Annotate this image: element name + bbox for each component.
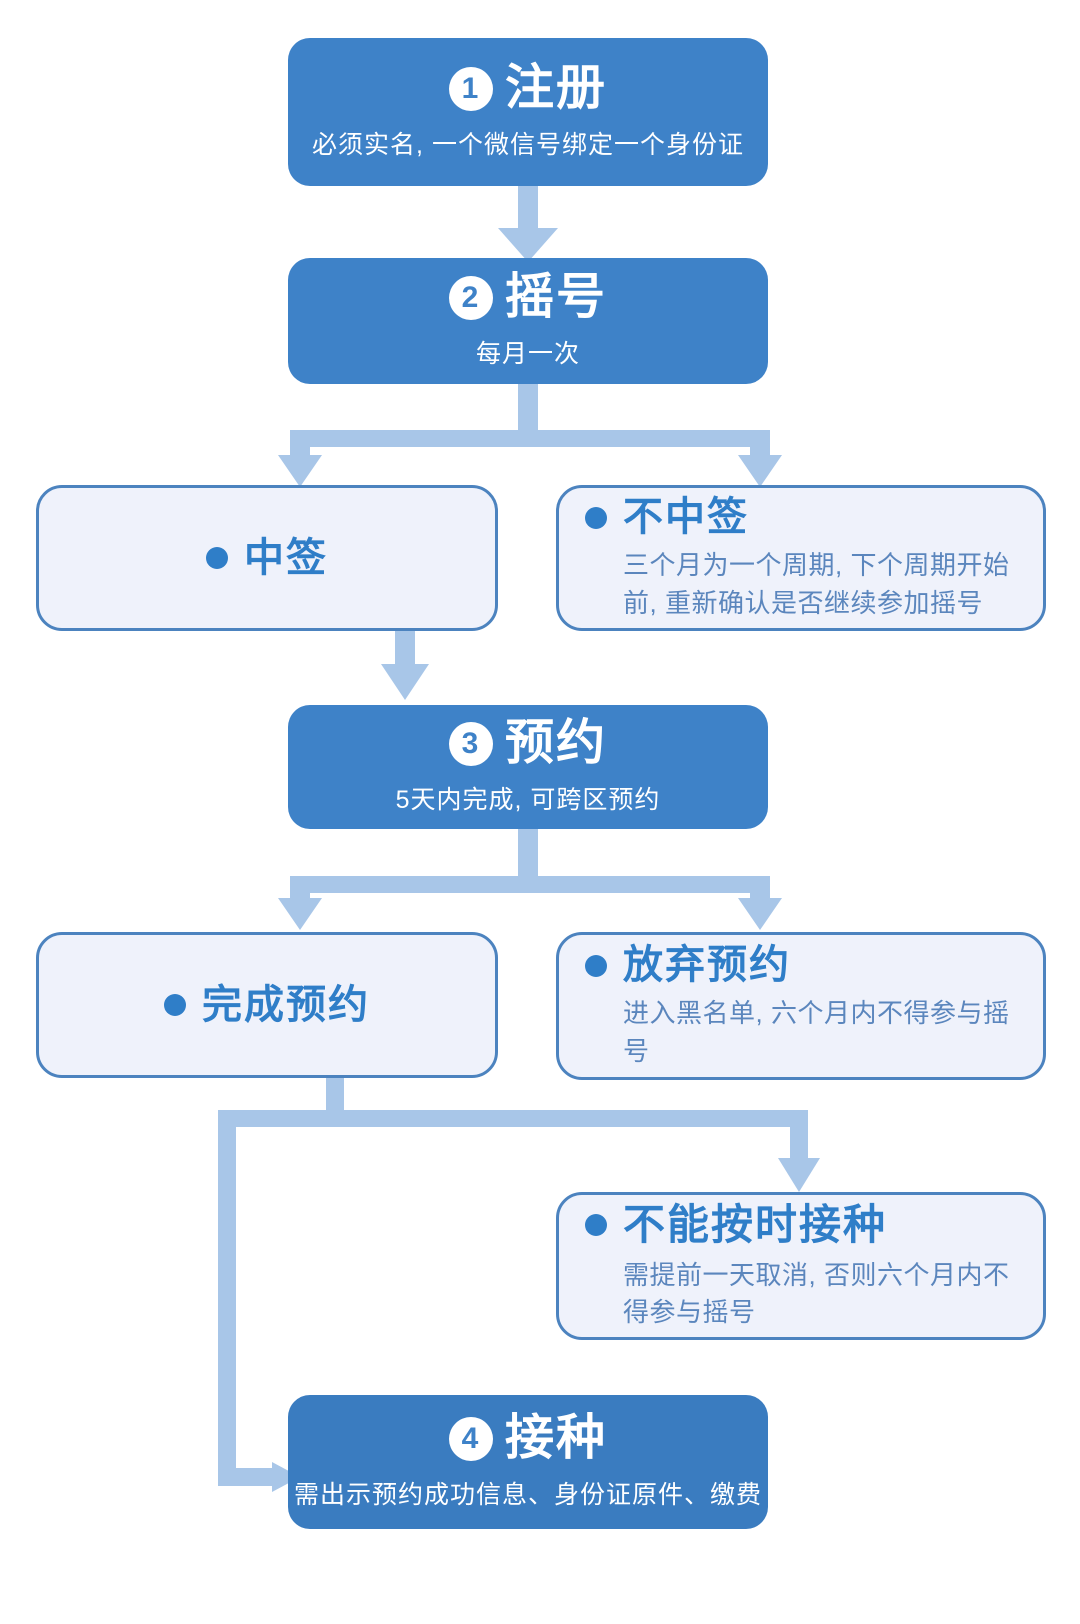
connector-step3-fork xyxy=(278,828,782,930)
step-4-subtitle: 需出示预约成功信息、身份证原件、缴费 xyxy=(293,1481,762,1510)
bullet-icon xyxy=(585,507,607,530)
branch-give-up-title: 放弃预约 xyxy=(623,943,791,988)
step-3-title: 预约 xyxy=(504,716,607,771)
bullet-icon xyxy=(206,547,228,569)
step-2-number-badge: 2 xyxy=(448,276,493,321)
connector-step2-fork xyxy=(278,382,782,487)
branch-give-up-text: 放弃预约 进入黑名单, 六个月内不得参与摇号 xyxy=(623,941,1017,1070)
branch-not-won-desc: 三个月为一个周期, 下个周期开始前, 重新确认是否继续参加摇号 xyxy=(623,550,1010,618)
step-4-number-badge: 4 xyxy=(448,1417,493,1462)
branch-won-row: 中签 xyxy=(206,534,328,582)
connector-booked-fork xyxy=(218,1078,820,1492)
branch-not-won-title: 不中签 xyxy=(623,495,749,540)
branch-won-title: 中签 xyxy=(244,536,328,580)
branch-not-won-text: 不中签 三个月为一个周期, 下个周期开始前, 重新确认是否继续参加摇号 xyxy=(623,493,1017,622)
step-2-subtitle: 每月一次 xyxy=(475,340,580,369)
step-3-subtitle: 5天内完成, 可跨区预约 xyxy=(395,786,661,815)
bullet-icon xyxy=(164,994,186,1016)
branch-give-up-row: 放弃预约 进入黑名单, 六个月内不得参与摇号 xyxy=(559,941,1043,1070)
step-1-title: 注册 xyxy=(504,61,607,116)
step-2-title-row: 2 摇号 xyxy=(448,270,607,325)
branch-not-won-row: 不中签 三个月为一个周期, 下个周期开始前, 重新确认是否继续参加摇号 xyxy=(559,493,1043,622)
bullet-icon xyxy=(585,1214,607,1237)
step-1-subtitle: 必须实名, 一个微信号绑定一个身份证 xyxy=(312,131,744,160)
branch-cannot-attend-title: 不能按时接种 xyxy=(623,1201,888,1249)
branch-give-up-desc: 进入黑名单, 六个月内不得参与摇号 xyxy=(623,998,1010,1066)
branch-cannot-attend-row: 不能按时接种 需提前一天取消, 否则六个月内不得参与摇号 xyxy=(559,1200,1043,1332)
branch-booked-box[interactable]: 完成预约 xyxy=(36,932,498,1078)
branch-not-won-box[interactable]: 不中签 三个月为一个周期, 下个周期开始前, 重新确认是否继续参加摇号 xyxy=(556,485,1046,631)
step-4-vaccination-box[interactable]: 4 接种 需出示预约成功信息、身份证原件、缴费 xyxy=(288,1395,768,1529)
branch-booked-row: 完成预约 xyxy=(164,981,370,1029)
connector-won-to-step3 xyxy=(381,628,429,700)
branch-give-up-box[interactable]: 放弃预约 进入黑名单, 六个月内不得参与摇号 xyxy=(556,932,1046,1080)
step-1-number-badge: 1 xyxy=(448,67,493,112)
branch-cannot-attend-text: 不能按时接种 需提前一天取消, 否则六个月内不得参与摇号 xyxy=(623,1200,1017,1332)
step-1-register-box[interactable]: 1 注册 必须实名, 一个微信号绑定一个身份证 xyxy=(288,38,768,186)
step-1-title-row: 1 注册 xyxy=(448,61,607,116)
branch-cannot-attend-box[interactable]: 不能按时接种 需提前一天取消, 否则六个月内不得参与摇号 xyxy=(556,1192,1046,1340)
bullet-icon xyxy=(585,955,607,978)
step-2-lottery-box[interactable]: 2 摇号 每月一次 xyxy=(288,258,768,384)
branch-booked-title: 完成预约 xyxy=(202,983,370,1027)
step-4-title: 接种 xyxy=(504,1411,607,1466)
branch-cannot-attend-desc: 需提前一天取消, 否则六个月内不得参与摇号 xyxy=(623,1259,1010,1328)
step-2-title: 摇号 xyxy=(504,270,607,325)
connector-step1-to-step2 xyxy=(498,185,558,262)
step-3-appointment-box[interactable]: 3 预约 5天内完成, 可跨区预约 xyxy=(288,705,768,829)
branch-won-box[interactable]: 中签 xyxy=(36,485,498,631)
step-3-number-badge: 3 xyxy=(448,722,493,767)
step-4-title-row: 4 接种 xyxy=(448,1411,607,1466)
step-3-title-row: 3 预约 xyxy=(448,716,607,771)
